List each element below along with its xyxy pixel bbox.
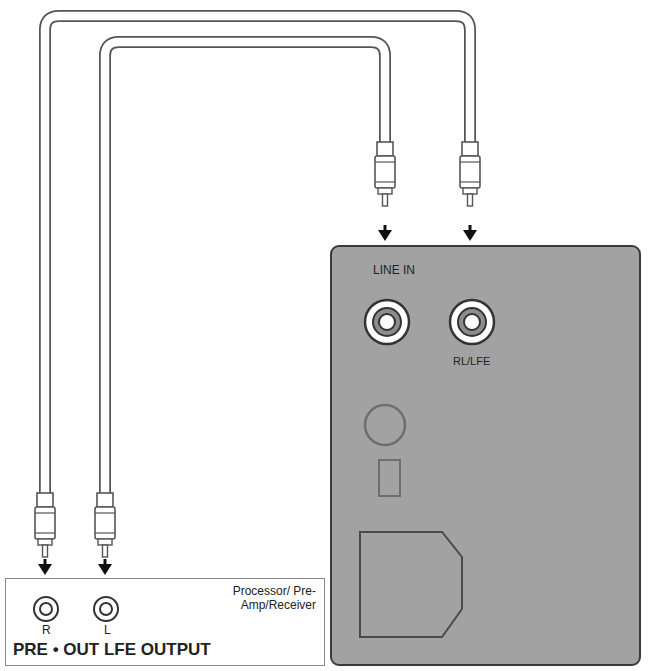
power-inlet	[360, 532, 462, 637]
device-label: Processor/ Pre-Amp/Receiver	[204, 585, 316, 613]
rca-jack	[94, 597, 118, 621]
subwoofer-panel: LINE IN RL/LFE	[330, 245, 641, 666]
panel-parts	[332, 247, 639, 664]
rca-jack	[100, 603, 112, 615]
rca-jack	[365, 300, 409, 344]
knob-hole	[365, 405, 405, 445]
switch	[379, 460, 400, 496]
jack-label: L	[104, 624, 111, 638]
rca-jack	[450, 300, 494, 344]
jack-label: RL/LFE	[453, 355, 490, 368]
rca-jack	[373, 308, 401, 336]
rca-jack	[34, 597, 58, 621]
processor-box: R L Processor/ Pre-Amp/ReceiverPRE • OUT L…	[5, 578, 325, 666]
rca-jack	[40, 603, 52, 615]
jack-label: R	[42, 624, 51, 638]
rca-jack	[464, 314, 480, 330]
rca-jack	[458, 308, 486, 336]
output-label: PRE • OUT LFE OUTPUT	[13, 640, 211, 660]
input-label: LINE IN	[373, 264, 415, 278]
rca-jack	[379, 314, 395, 330]
